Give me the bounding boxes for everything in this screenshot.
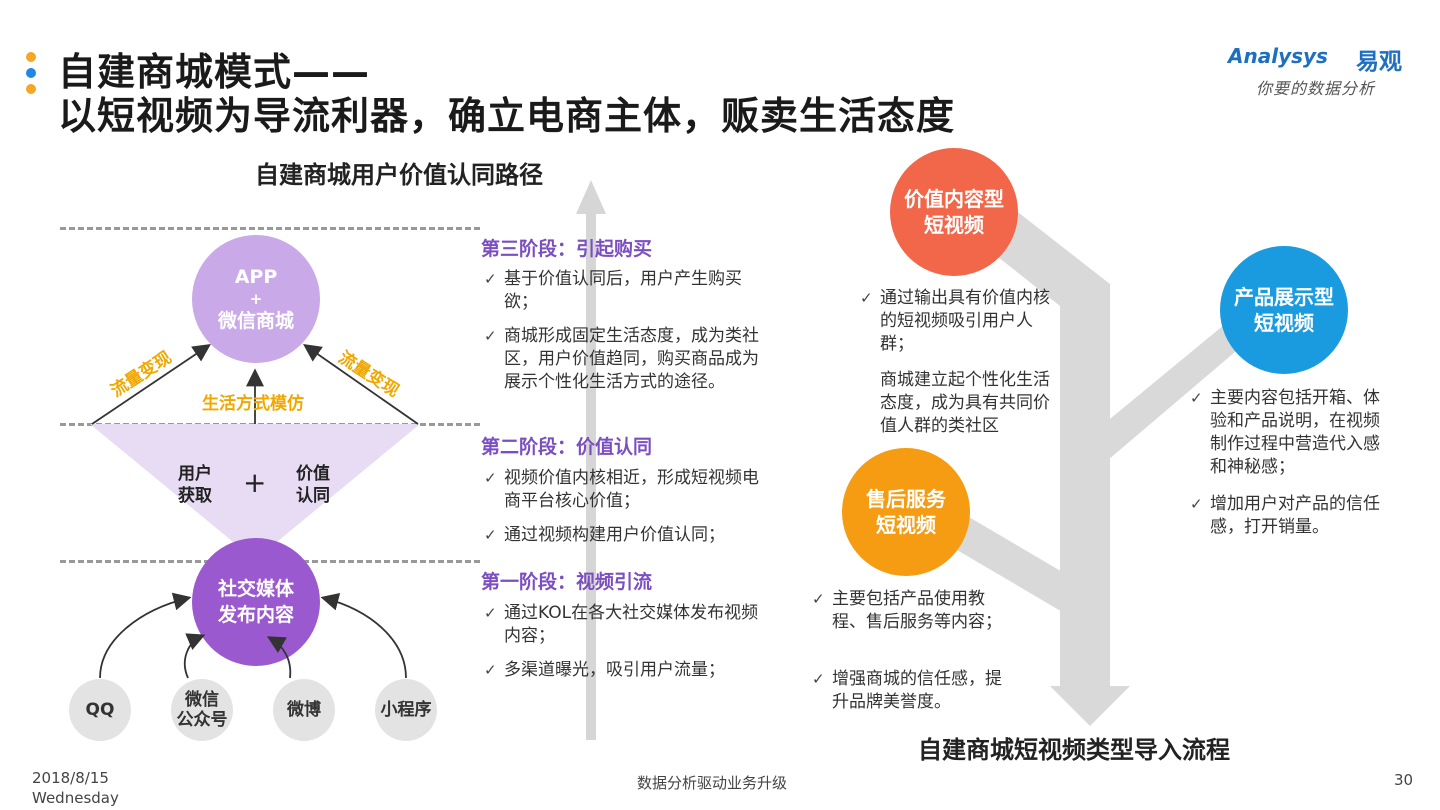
value-triangle (90, 424, 420, 560)
logo-cn: 易观 (1356, 49, 1402, 75)
right-flow-shapes (940, 206, 1242, 726)
title-dot-blue (26, 68, 36, 78)
logo-en: Analysys (1228, 44, 1328, 68)
vertical-progress-arrow (576, 180, 606, 740)
channel-arrows (99, 592, 407, 679)
brand-logo: Analysys 易观 你要的数据分析 (1228, 44, 1418, 100)
logo-slogan: 你要的数据分析 (1256, 79, 1376, 98)
page-number: 30 (1394, 771, 1414, 789)
after-bullet-1: ✓主要包括产品使用教程、售后服务等内容； (812, 589, 1002, 632)
channel-qq: QQ (69, 679, 131, 741)
page-title-line2: 以短视频为导流利器，确立电商主体，贩卖生活态度 (58, 94, 956, 138)
social-media-label-2: 发布内容 (217, 604, 294, 626)
value-identity-label: 价值 认同 (296, 464, 330, 506)
stage3-bullet-1: ✓基于价值认同后，用户产生购买欲； (484, 269, 742, 312)
triangle-plus: + (243, 466, 267, 499)
flow-title: 自建商城短视频类型导入流程 (918, 736, 1230, 764)
stage2-title: 第二阶段：价值认同 (481, 436, 653, 458)
footer-date: 2018/8/15 (32, 769, 109, 787)
value-content-video-circle: 价值内容型短视频 (890, 148, 1018, 276)
page-title-line1: 自建商城模式—— (58, 50, 371, 94)
product-display-video-circle: 产品展示型短视频 (1220, 246, 1348, 374)
stage1-bullet-1: ✓通过KOL在各大社交媒体发布视频内容； (484, 603, 759, 646)
after-bullet-2: ✓增强商城的信任感，提升品牌美誉度。 (812, 669, 1002, 712)
social-media-label-1: 社交媒体 (217, 578, 294, 600)
app-wechat-mall-circle: APP + 微信商城 (192, 235, 320, 363)
wechat-mall-label: 微信商城 (217, 310, 294, 332)
footer-weekday: Wednesday (32, 789, 119, 807)
channel-wechat-official: 微信公众号 (171, 679, 233, 741)
title-dot-orange-1 (26, 52, 36, 62)
stage1-title: 第一阶段：视频引流 (481, 571, 653, 593)
after-sales-video-circle: 售后服务短视频 (842, 448, 970, 576)
stage3-title: 第三阶段：引起购买 (481, 238, 653, 260)
plus-label: + (249, 290, 263, 308)
app-label: APP (234, 266, 278, 288)
value-bullet-2: ✓商城建立起个性化生活态度，成为具有共同价值人群的类社区 (880, 370, 1050, 436)
product-bullet-2: ✓增加用户对产品的信任感，打开销量。 (1190, 494, 1380, 537)
footer-center: 数据分析驱动业务升级 (637, 774, 788, 792)
left-subtitle: 自建商城用户价值认同路径 (255, 161, 543, 189)
flow-arrows-upper (91, 343, 419, 425)
title-dot-orange-2 (26, 84, 36, 94)
lifestyle-imitation-label: 生活方式模仿 (202, 394, 304, 414)
stage2-bullet-1: ✓视频价值内核相近，形成短视频电商平台核心价值； (484, 468, 759, 511)
product-bullet-1: ✓主要内容包括开箱、体验和产品说明，在视频制作过程中营造代入感和神秘感； (1190, 388, 1380, 477)
value-bullet-1: ✓通过输出具有价值内核的短视频吸引用户人群； (860, 288, 1050, 354)
stage3-bullet-2: ✓商城形成固定生活态度，成为类社区，用户价值趋同，购买商品成为展示个性化生活方式… (484, 326, 759, 392)
social-media-circle: 社交媒体 发布内容 (192, 538, 320, 666)
user-acquire-label: 用户 获取 (178, 464, 212, 506)
divider-top (60, 227, 480, 230)
channel-mini-program: 小程序 (375, 679, 437, 741)
channel-weibo: 微博 (273, 679, 335, 741)
stage1-bullet-2: ✓多渠道曝光，吸引用户流量； (484, 660, 725, 680)
stage2-bullet-2: ✓通过视频构建用户价值认同； (484, 525, 725, 545)
